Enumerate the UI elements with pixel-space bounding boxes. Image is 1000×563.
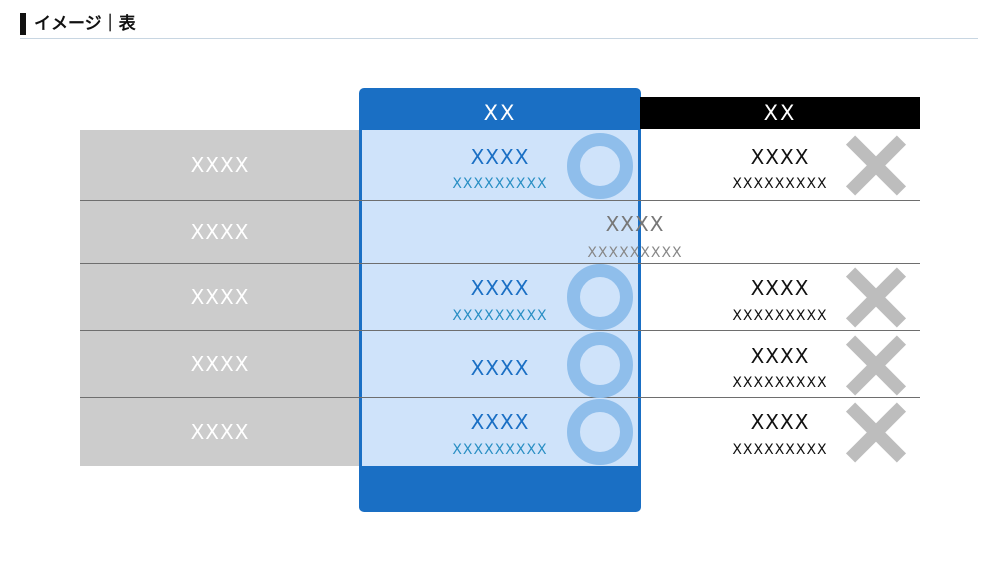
circle-icon xyxy=(567,264,633,330)
cross-icon xyxy=(846,335,906,395)
row-divider xyxy=(80,200,920,201)
cell-value: XXXX xyxy=(750,145,810,169)
row-label: XXXX xyxy=(80,130,360,200)
page-header: イメージ｜表 xyxy=(20,12,978,39)
header-accent-bar xyxy=(20,13,26,35)
circle-icon xyxy=(567,133,633,199)
cell-subvalue: XXXXXXXXX xyxy=(452,176,548,192)
row-divider xyxy=(80,263,920,264)
cell-subvalue: XXXXXXXXX xyxy=(452,308,548,324)
row-label: XXXX xyxy=(80,398,360,466)
cell-subvalue: XXXXXXXXX xyxy=(452,442,548,458)
row-label: XXXX xyxy=(80,201,360,263)
cell-subvalue: XXXXXXXXX xyxy=(732,442,828,458)
circle-icon xyxy=(567,399,633,465)
cell-value: XXXX xyxy=(470,410,530,434)
cell-subvalue: XXXXXXXXX xyxy=(732,308,828,324)
cell-value: XXXX xyxy=(750,410,810,434)
column-header: XX xyxy=(483,101,517,125)
span-cell-value: XXXX xyxy=(605,212,665,236)
cross-icon xyxy=(846,267,906,327)
cell-subvalue: XXXXXXXXX xyxy=(732,176,828,192)
cross-icon xyxy=(846,135,906,195)
column-header-bar xyxy=(640,97,920,129)
cross-icon xyxy=(846,402,906,462)
cell-value: XXXX xyxy=(470,356,530,380)
cell-value: XXXX xyxy=(750,276,810,300)
cell-value: XXXX xyxy=(470,276,530,300)
cell-subvalue: XXXXXXXXX xyxy=(732,375,828,391)
row-label: XXXX xyxy=(80,264,360,330)
circle-icon xyxy=(567,332,633,398)
page-title: イメージ｜表 xyxy=(34,14,136,34)
row-divider xyxy=(80,397,920,398)
row-divider xyxy=(80,330,920,331)
span-cell-subvalue: XXXXXXXXX xyxy=(587,245,683,261)
cell-value: XXXX xyxy=(470,145,530,169)
column-header: XX xyxy=(763,101,797,125)
cell-value: XXXX xyxy=(750,344,810,368)
row-label: XXXX xyxy=(80,331,360,397)
